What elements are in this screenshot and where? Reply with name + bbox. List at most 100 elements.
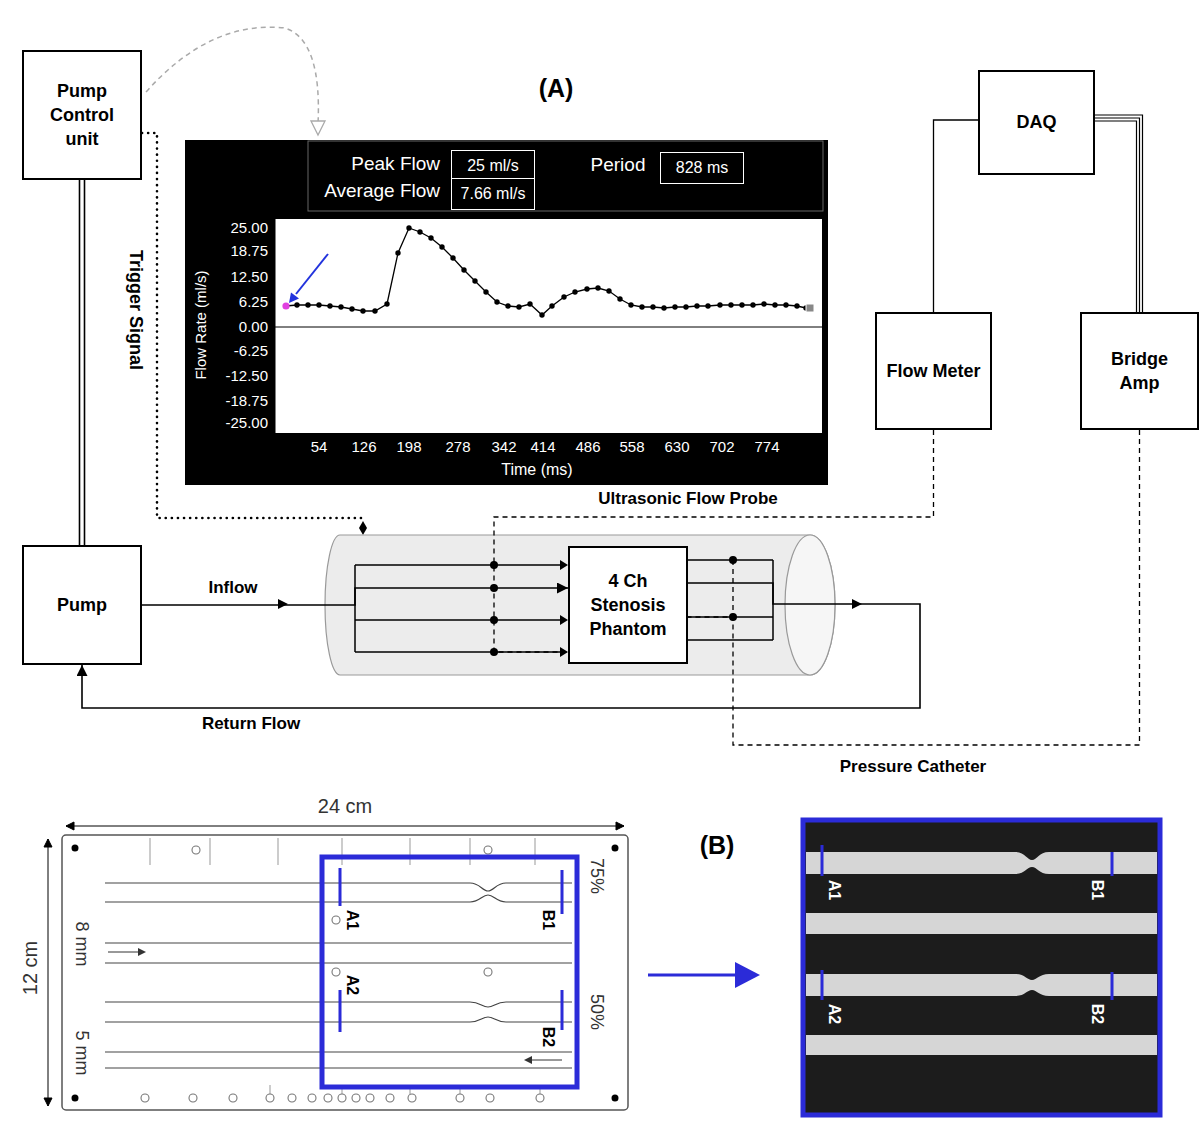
edge-label: Return Flow <box>199 714 303 734</box>
edge-label: Pressure Catheter <box>837 757 989 777</box>
section-marker <box>822 845 1112 1000</box>
axis-tick: 25.00 <box>230 219 268 236</box>
cylinder-body <box>325 535 835 675</box>
dimension-line <box>66 822 624 830</box>
end-marker <box>806 304 814 312</box>
node-text: 828 ms <box>676 158 728 177</box>
readout-label: Peak Flow <box>351 153 440 175</box>
node-text: Bridge Amp <box>1092 347 1187 396</box>
marker-label: A1 <box>825 880 843 900</box>
node-text: 7.66 ml/s <box>461 184 526 203</box>
pointer-curve <box>146 27 318 124</box>
dimension-line <box>44 839 52 1106</box>
flow-curve <box>286 228 806 315</box>
stenosis-label: 50% <box>587 994 608 1030</box>
outflow-lines <box>686 560 773 640</box>
dimension-label: 5 mm <box>72 1031 93 1076</box>
node-text: 25 ml/s <box>467 156 519 175</box>
monitor-panel <box>185 140 828 485</box>
axis-tick: -12.50 <box>225 367 268 384</box>
link-arrow-head <box>735 962 760 988</box>
axis-tick: 414 <box>530 438 555 455</box>
vessel-image <box>806 852 1157 1055</box>
readout-frame <box>308 141 823 211</box>
inflow-branches <box>355 565 561 652</box>
section-marker <box>340 868 562 1032</box>
axis-tick: 774 <box>754 438 779 455</box>
pointer-head <box>311 121 325 135</box>
axis-tick: 702 <box>709 438 734 455</box>
panel-letter: (A) <box>539 74 574 103</box>
instrument-box: Flow Meter <box>875 312 992 430</box>
marker-label: B1 <box>1088 880 1106 900</box>
edge-label: Inflow <box>205 578 260 598</box>
xray-image <box>803 820 1160 1115</box>
node-text: DAQ <box>1017 110 1057 134</box>
axis-title: Flow Rate (ml/s) <box>192 270 209 379</box>
readout-label: Average Flow <box>324 180 440 202</box>
dimension-label: 8 mm <box>72 922 93 967</box>
marker-label: A2 <box>825 1004 843 1024</box>
catheter-cable <box>688 430 1140 745</box>
axis-tick: -25.00 <box>225 414 268 431</box>
axis-tick: -6.25 <box>234 342 268 359</box>
plate-holes <box>141 846 544 1102</box>
axis-tick: 558 <box>619 438 644 455</box>
node-text: Flow Meter <box>886 359 980 383</box>
probe-cable <box>494 430 934 652</box>
cable <box>934 120 979 312</box>
axis-tick: 198 <box>396 438 421 455</box>
plot-axis <box>275 219 822 433</box>
panel-letter: (B) <box>700 831 735 860</box>
marker-label: B2 <box>539 1027 557 1047</box>
axis-tick: 18.75 <box>230 242 268 259</box>
phantom-box: 4 Ch Stenosis Phantom <box>568 546 688 664</box>
dimension-label: 12 cm <box>19 941 42 995</box>
pump-box: Pump <box>22 545 142 665</box>
signal-label: Trigger Signal <box>126 250 147 370</box>
catheter-branch <box>732 560 733 617</box>
flow-arrowheads <box>278 560 568 657</box>
axis-tick: 54 <box>311 438 328 455</box>
plot-area <box>275 219 822 433</box>
dimension-label: 24 cm <box>318 795 372 818</box>
readout-label: Period <box>591 154 646 176</box>
edge-label: Ultrasonic Flow Probe <box>595 489 780 509</box>
axis-tick: 486 <box>575 438 600 455</box>
axis-tick: 6.25 <box>239 293 268 310</box>
direction-arrowhead <box>138 948 532 1064</box>
marker-label: B2 <box>1088 1004 1106 1024</box>
axis-title: Time (ms) <box>501 461 572 479</box>
axis-tick: 342 <box>491 438 516 455</box>
link-arrow <box>648 974 737 977</box>
cable <box>1095 115 1143 312</box>
daq-box: DAQ <box>978 70 1095 175</box>
node-text: Pump <box>57 593 107 617</box>
trigger-marker <box>359 521 367 535</box>
pointer-arrow-head <box>289 292 299 303</box>
axis-tick: -18.75 <box>225 392 268 409</box>
instrument-box: Bridge Amp <box>1080 312 1199 430</box>
control-box: Pump Control unit <box>22 50 142 180</box>
ruler-ticks <box>150 838 540 1094</box>
catheter-points <box>729 556 737 621</box>
cable <box>80 180 85 545</box>
axis-tick: 278 <box>445 438 470 455</box>
node-text: 4 Ch Stenosis Phantom <box>578 569 678 642</box>
phantom-plate <box>62 835 628 1110</box>
start-point <box>282 302 289 309</box>
pointer-arrow <box>296 254 328 294</box>
value-box: 7.66 ml/s <box>451 178 535 210</box>
axis-tick: 12.50 <box>230 268 268 285</box>
region-box <box>322 857 577 1087</box>
marker-label: A1 <box>343 910 361 930</box>
axis-tick: 630 <box>664 438 689 455</box>
cylinder-end <box>785 535 835 675</box>
phantom-channels <box>105 883 572 1068</box>
node-text: Pump Control unit <box>36 79 128 152</box>
marker-label: A2 <box>343 975 361 995</box>
marker-label: B1 <box>539 910 557 930</box>
flow-line <box>82 583 920 708</box>
value-box: 828 ms <box>660 152 744 184</box>
